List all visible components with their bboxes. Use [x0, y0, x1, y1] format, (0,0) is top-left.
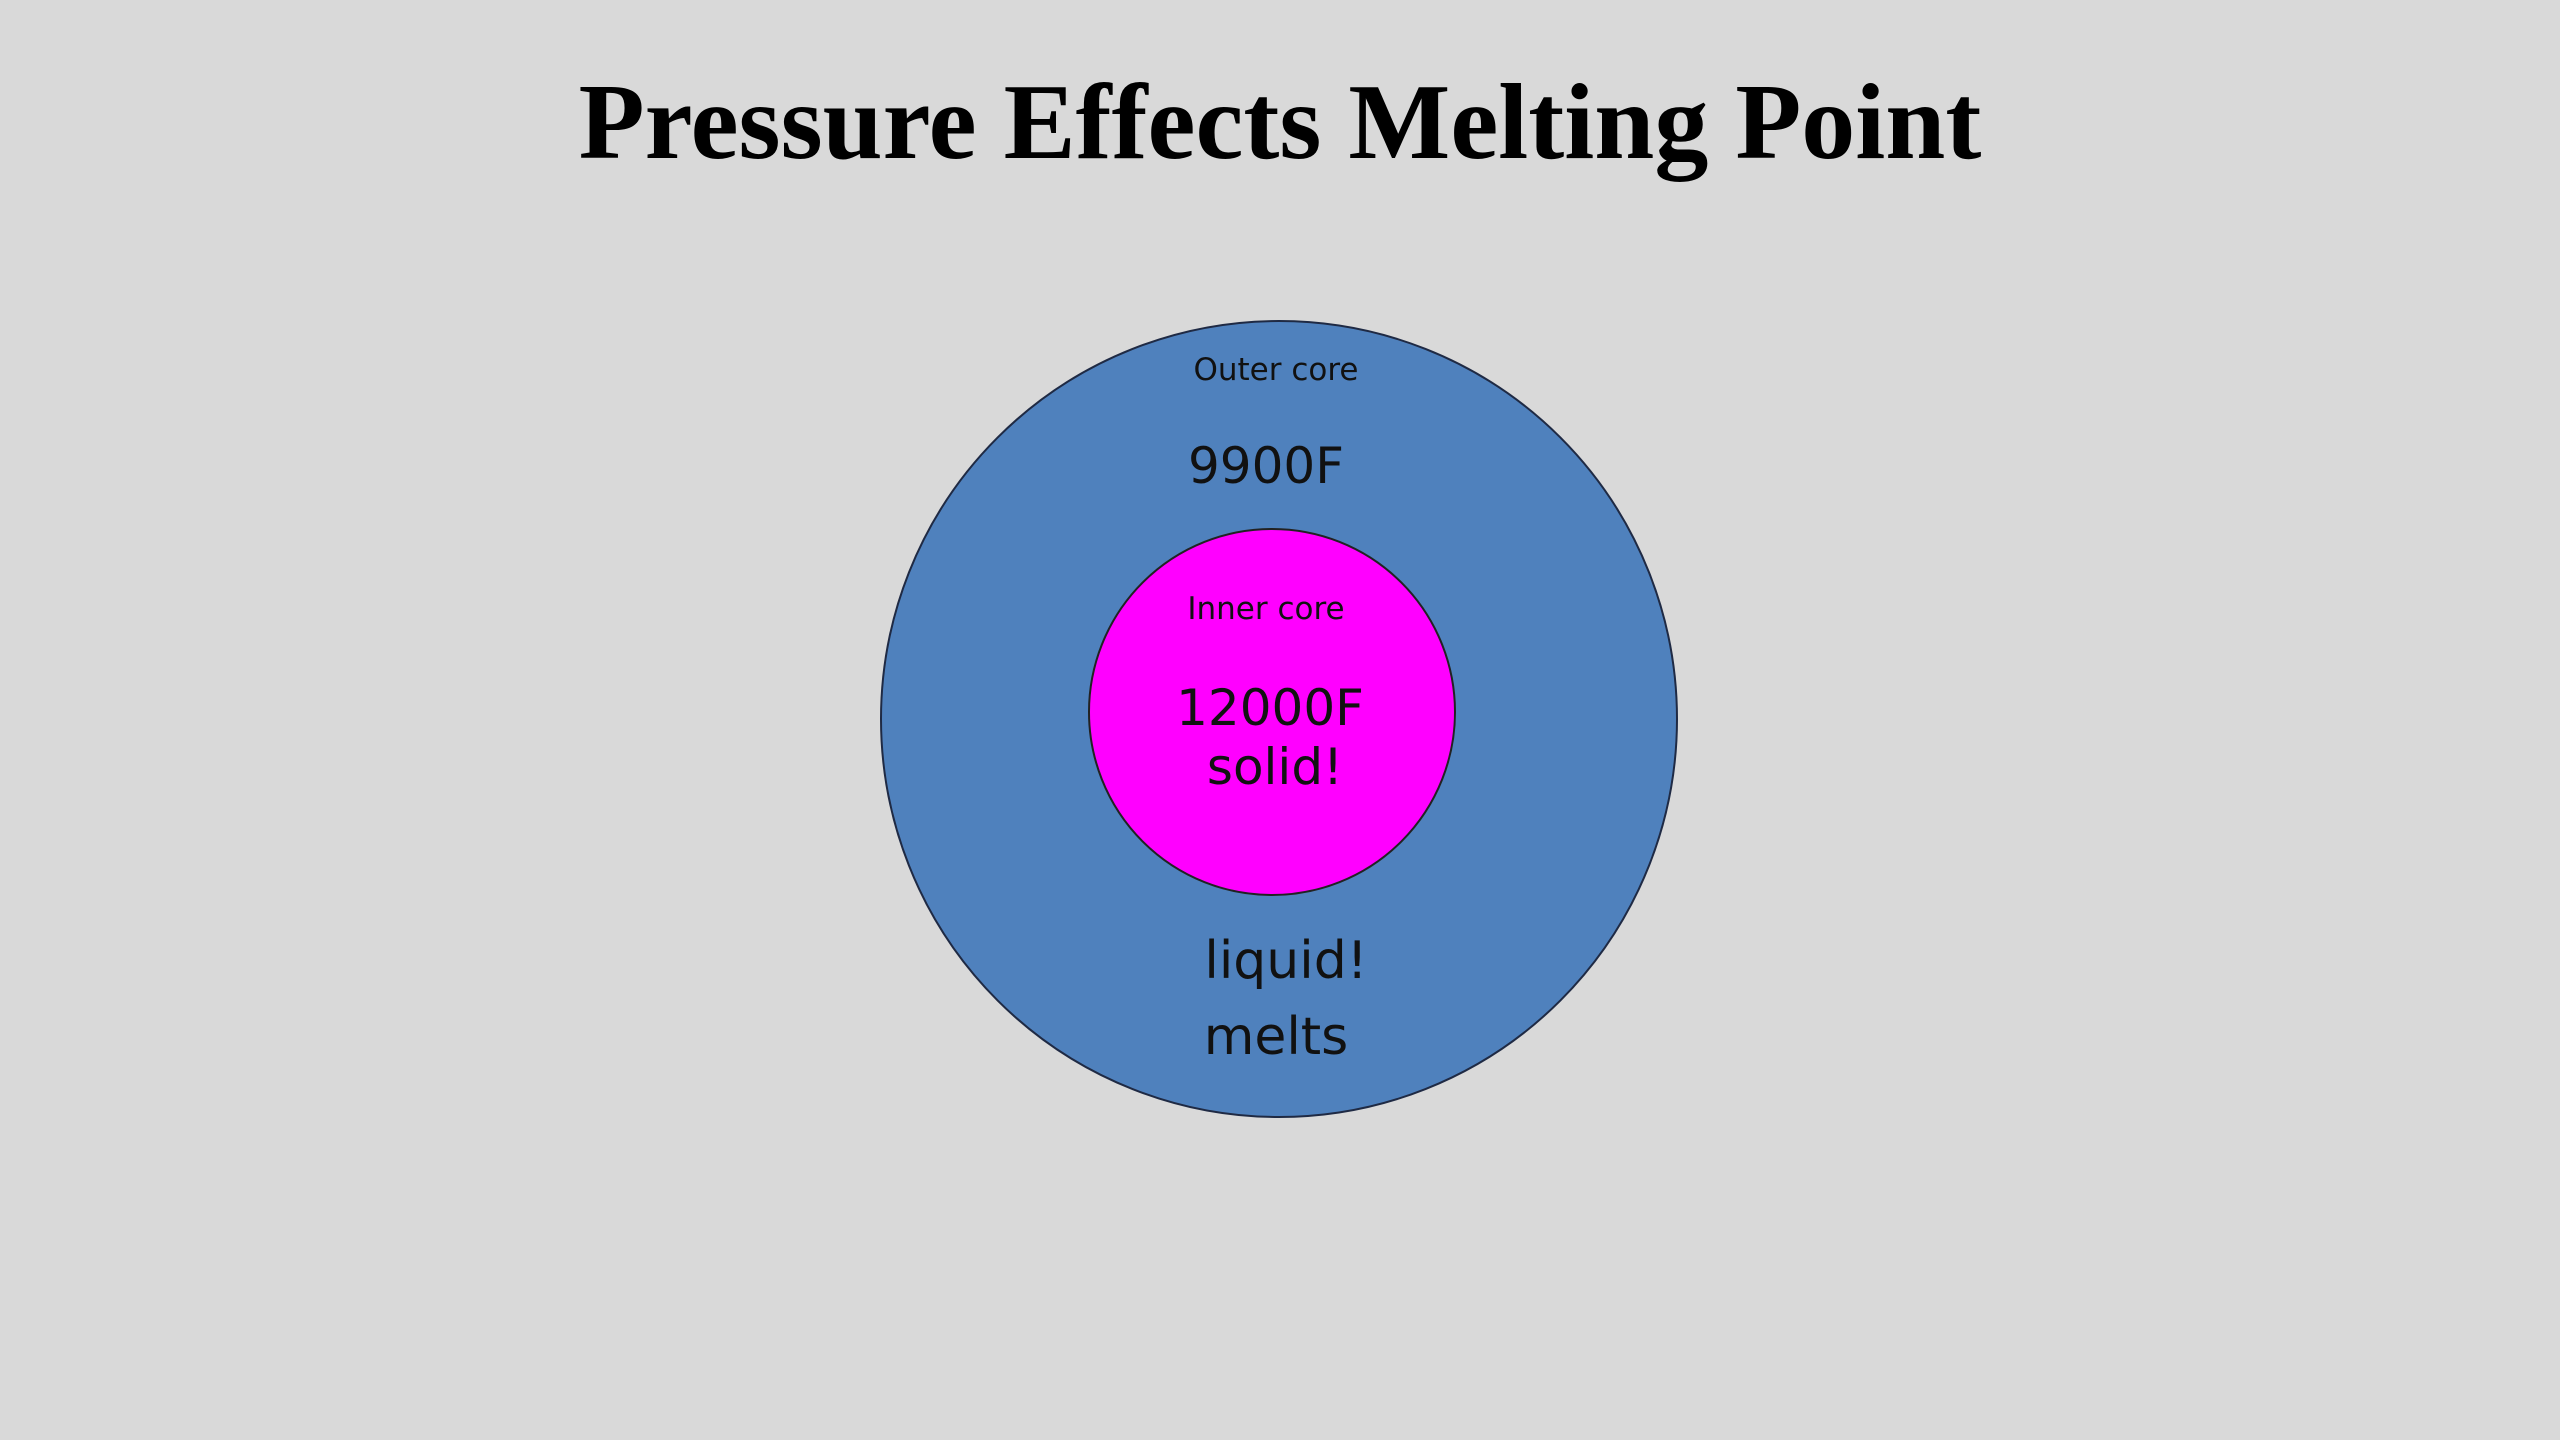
- outer-core-label: Outer core: [1193, 352, 1359, 388]
- outer-core-state: liquid!: [1204, 931, 1368, 991]
- outer-core-temperature: 9900F: [1187, 437, 1344, 495]
- outer-core-note: melts: [1203, 1007, 1349, 1067]
- inner-core-temperature: 12000F: [1176, 679, 1364, 737]
- inner-core-label: Inner core: [1187, 591, 1345, 627]
- slide-title: Pressure Effects Melting Point: [578, 63, 1982, 182]
- inner-core-circle: [1088, 528, 1456, 896]
- inner-core-state: solid!: [1206, 738, 1344, 796]
